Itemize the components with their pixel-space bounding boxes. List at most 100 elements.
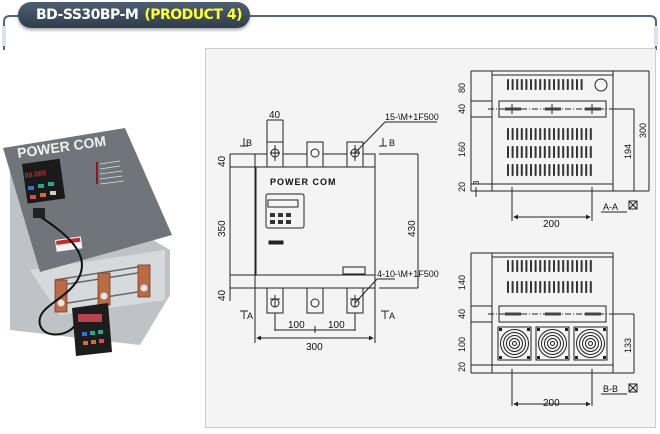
vent-slot	[557, 281, 560, 293]
dim-aa-top: 80	[457, 83, 467, 93]
vent-slot	[511, 146, 514, 158]
product-model: BD-SS30BP-M	[36, 7, 139, 23]
section-bb-labels: 140 40 100 20 133 200 B-B	[457, 275, 633, 409]
vent-slot	[580, 260, 583, 272]
vent-slot	[548, 128, 551, 140]
vent-slot	[553, 164, 555, 176]
busbar-mark	[545, 312, 561, 316]
vent-slot	[543, 128, 546, 140]
dim-aa-width: 200	[543, 219, 560, 230]
vent-slot	[580, 146, 583, 158]
vent-slot	[534, 79, 537, 90]
vent-slot	[585, 260, 588, 272]
vent-slot	[543, 260, 546, 272]
vent-slot	[511, 281, 514, 293]
section-mark-b-right: B	[389, 138, 395, 148]
vent-slot	[576, 128, 578, 140]
section-aa-label: A-A	[603, 202, 618, 212]
section-mark-a-right: A	[389, 311, 395, 321]
vent-slot	[534, 260, 537, 272]
busbar-mark	[545, 107, 561, 111]
vent-slot	[516, 146, 519, 158]
vent-slot	[589, 128, 592, 140]
vent-slot	[553, 79, 555, 90]
vent-slot	[553, 146, 555, 158]
vent-slot	[548, 281, 551, 293]
vent-slot	[585, 164, 588, 176]
vent-slot	[562, 164, 565, 176]
dim-aa-bar: 40	[457, 104, 467, 114]
vent-slot	[566, 79, 569, 90]
dim-bb-bar: 40	[457, 309, 467, 319]
dim-bottom-margin: 40	[217, 289, 228, 301]
vent-slot	[571, 146, 574, 158]
vent-slot	[525, 164, 528, 176]
vent-slot	[520, 281, 523, 293]
vent-slot	[534, 164, 537, 176]
vent-slot	[566, 260, 569, 272]
vent-slot	[530, 79, 532, 90]
vent-slot	[576, 79, 578, 90]
section-bb-fans	[497, 326, 608, 361]
vent-slot	[543, 79, 546, 90]
dim-aa-height-to-bar: 194	[623, 144, 633, 159]
front-brand: POWER COM	[270, 177, 337, 187]
vent-slot	[530, 146, 532, 158]
vent-slot	[516, 260, 519, 272]
vent-slot	[571, 260, 574, 272]
vent-slot	[580, 79, 583, 90]
vent-slot	[530, 164, 532, 176]
vent-slot	[548, 164, 551, 176]
vent-slot	[516, 128, 519, 140]
vent-slot	[548, 79, 551, 90]
vent-slot	[543, 164, 546, 176]
vent-slot	[525, 281, 528, 293]
vent-slot	[553, 128, 555, 140]
vent-slot	[557, 128, 560, 140]
vent-slot	[553, 281, 555, 293]
section-mark-b-left: B	[246, 138, 252, 148]
photo-display: 88.888	[24, 170, 46, 180]
busbar-mark	[585, 107, 601, 111]
vent-slot	[520, 164, 523, 176]
dim-aa-middle: 160	[457, 142, 467, 157]
vent-slot	[520, 79, 523, 90]
vent-slot	[589, 146, 592, 158]
section-aa-view	[470, 70, 650, 221]
vent-slot	[534, 281, 537, 293]
vent-slot	[576, 146, 578, 158]
vent-slot	[539, 164, 542, 176]
section-mark-a-left: A	[247, 311, 253, 321]
vent-slot	[585, 146, 588, 158]
vent-slot	[566, 146, 569, 158]
vent-slot	[589, 281, 592, 293]
vent-slot	[539, 128, 542, 140]
vent-slot	[530, 128, 532, 140]
busbar-mark	[505, 107, 521, 111]
vent-slot	[507, 79, 509, 90]
vent-slot	[562, 260, 565, 272]
fan-grille	[535, 326, 570, 361]
dim-terminal-width: 40	[269, 110, 281, 121]
vent-slot	[585, 281, 588, 293]
vent-slot	[562, 79, 565, 90]
dimension-drawings: POWER COM 40 15-\M+1F500 4-10-\M+1F500 4…	[217, 70, 650, 409]
dim-body-height: 350	[217, 220, 228, 237]
vent-slot	[507, 128, 509, 140]
vent-slot	[511, 164, 514, 176]
vent-slot	[571, 281, 574, 293]
vent-slot	[585, 128, 588, 140]
drawing-panel: POWER COM 40 15-\M+1F500 4-10-\M+1F500 4…	[205, 48, 656, 428]
dim-total-width: 300	[306, 342, 323, 353]
product-photo: POWER COM 88.888	[3, 128, 172, 356]
section-aa-labels: 80 40 160 20 3 194 300 200 A-A	[457, 83, 648, 230]
vent-slot	[516, 281, 519, 293]
vent-slot	[507, 260, 509, 272]
vent-slot	[580, 281, 583, 293]
fan-grille	[573, 326, 608, 361]
vent-slot	[534, 128, 537, 140]
vent-slot	[530, 260, 532, 272]
vent-slot	[566, 128, 569, 140]
vent-slot	[539, 260, 542, 272]
dim-aa-offset: 3	[472, 180, 481, 185]
